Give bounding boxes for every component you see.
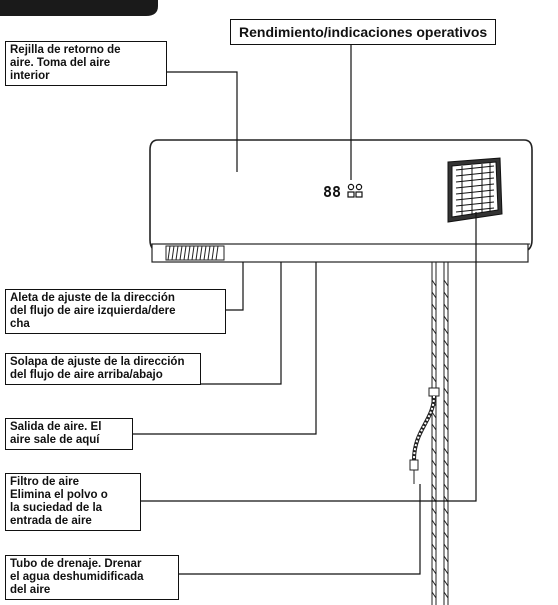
display-status-icon (355, 191, 363, 198)
label-up-down-flap: Solapa de ajuste de la dirección del flu… (5, 353, 201, 385)
display-digits: 88 (323, 183, 341, 201)
label-air-filter: Filtro de aire Elimina el polvo o la suc… (5, 473, 141, 531)
label-air-outlet: Salida de aire. El aire sale de aquí (5, 418, 133, 450)
display-status-icon (355, 183, 363, 191)
indoor-unit (149, 139, 533, 263)
label-left-right-fin: Aleta de ajuste de la dirección del fluj… (5, 289, 226, 334)
label-drain-pipe: Tubo de drenaje. Drenar el agua deshumid… (5, 555, 179, 600)
louver-grille (165, 245, 225, 261)
display-status-icon (347, 191, 355, 198)
air-filter-shape (447, 157, 503, 223)
drain-pipe-shape (409, 262, 449, 605)
header-tab (0, 0, 158, 16)
display-status-icon (347, 183, 355, 191)
label-performance-indicators: Rendimiento/indicaciones operativos (230, 19, 497, 45)
display-panel: 88 (323, 183, 363, 201)
leader-lines (132, 42, 477, 575)
label-return-air-grille: Rejilla de retorno de aire. Toma del air… (5, 41, 167, 86)
air-outlet-shape (151, 243, 529, 263)
